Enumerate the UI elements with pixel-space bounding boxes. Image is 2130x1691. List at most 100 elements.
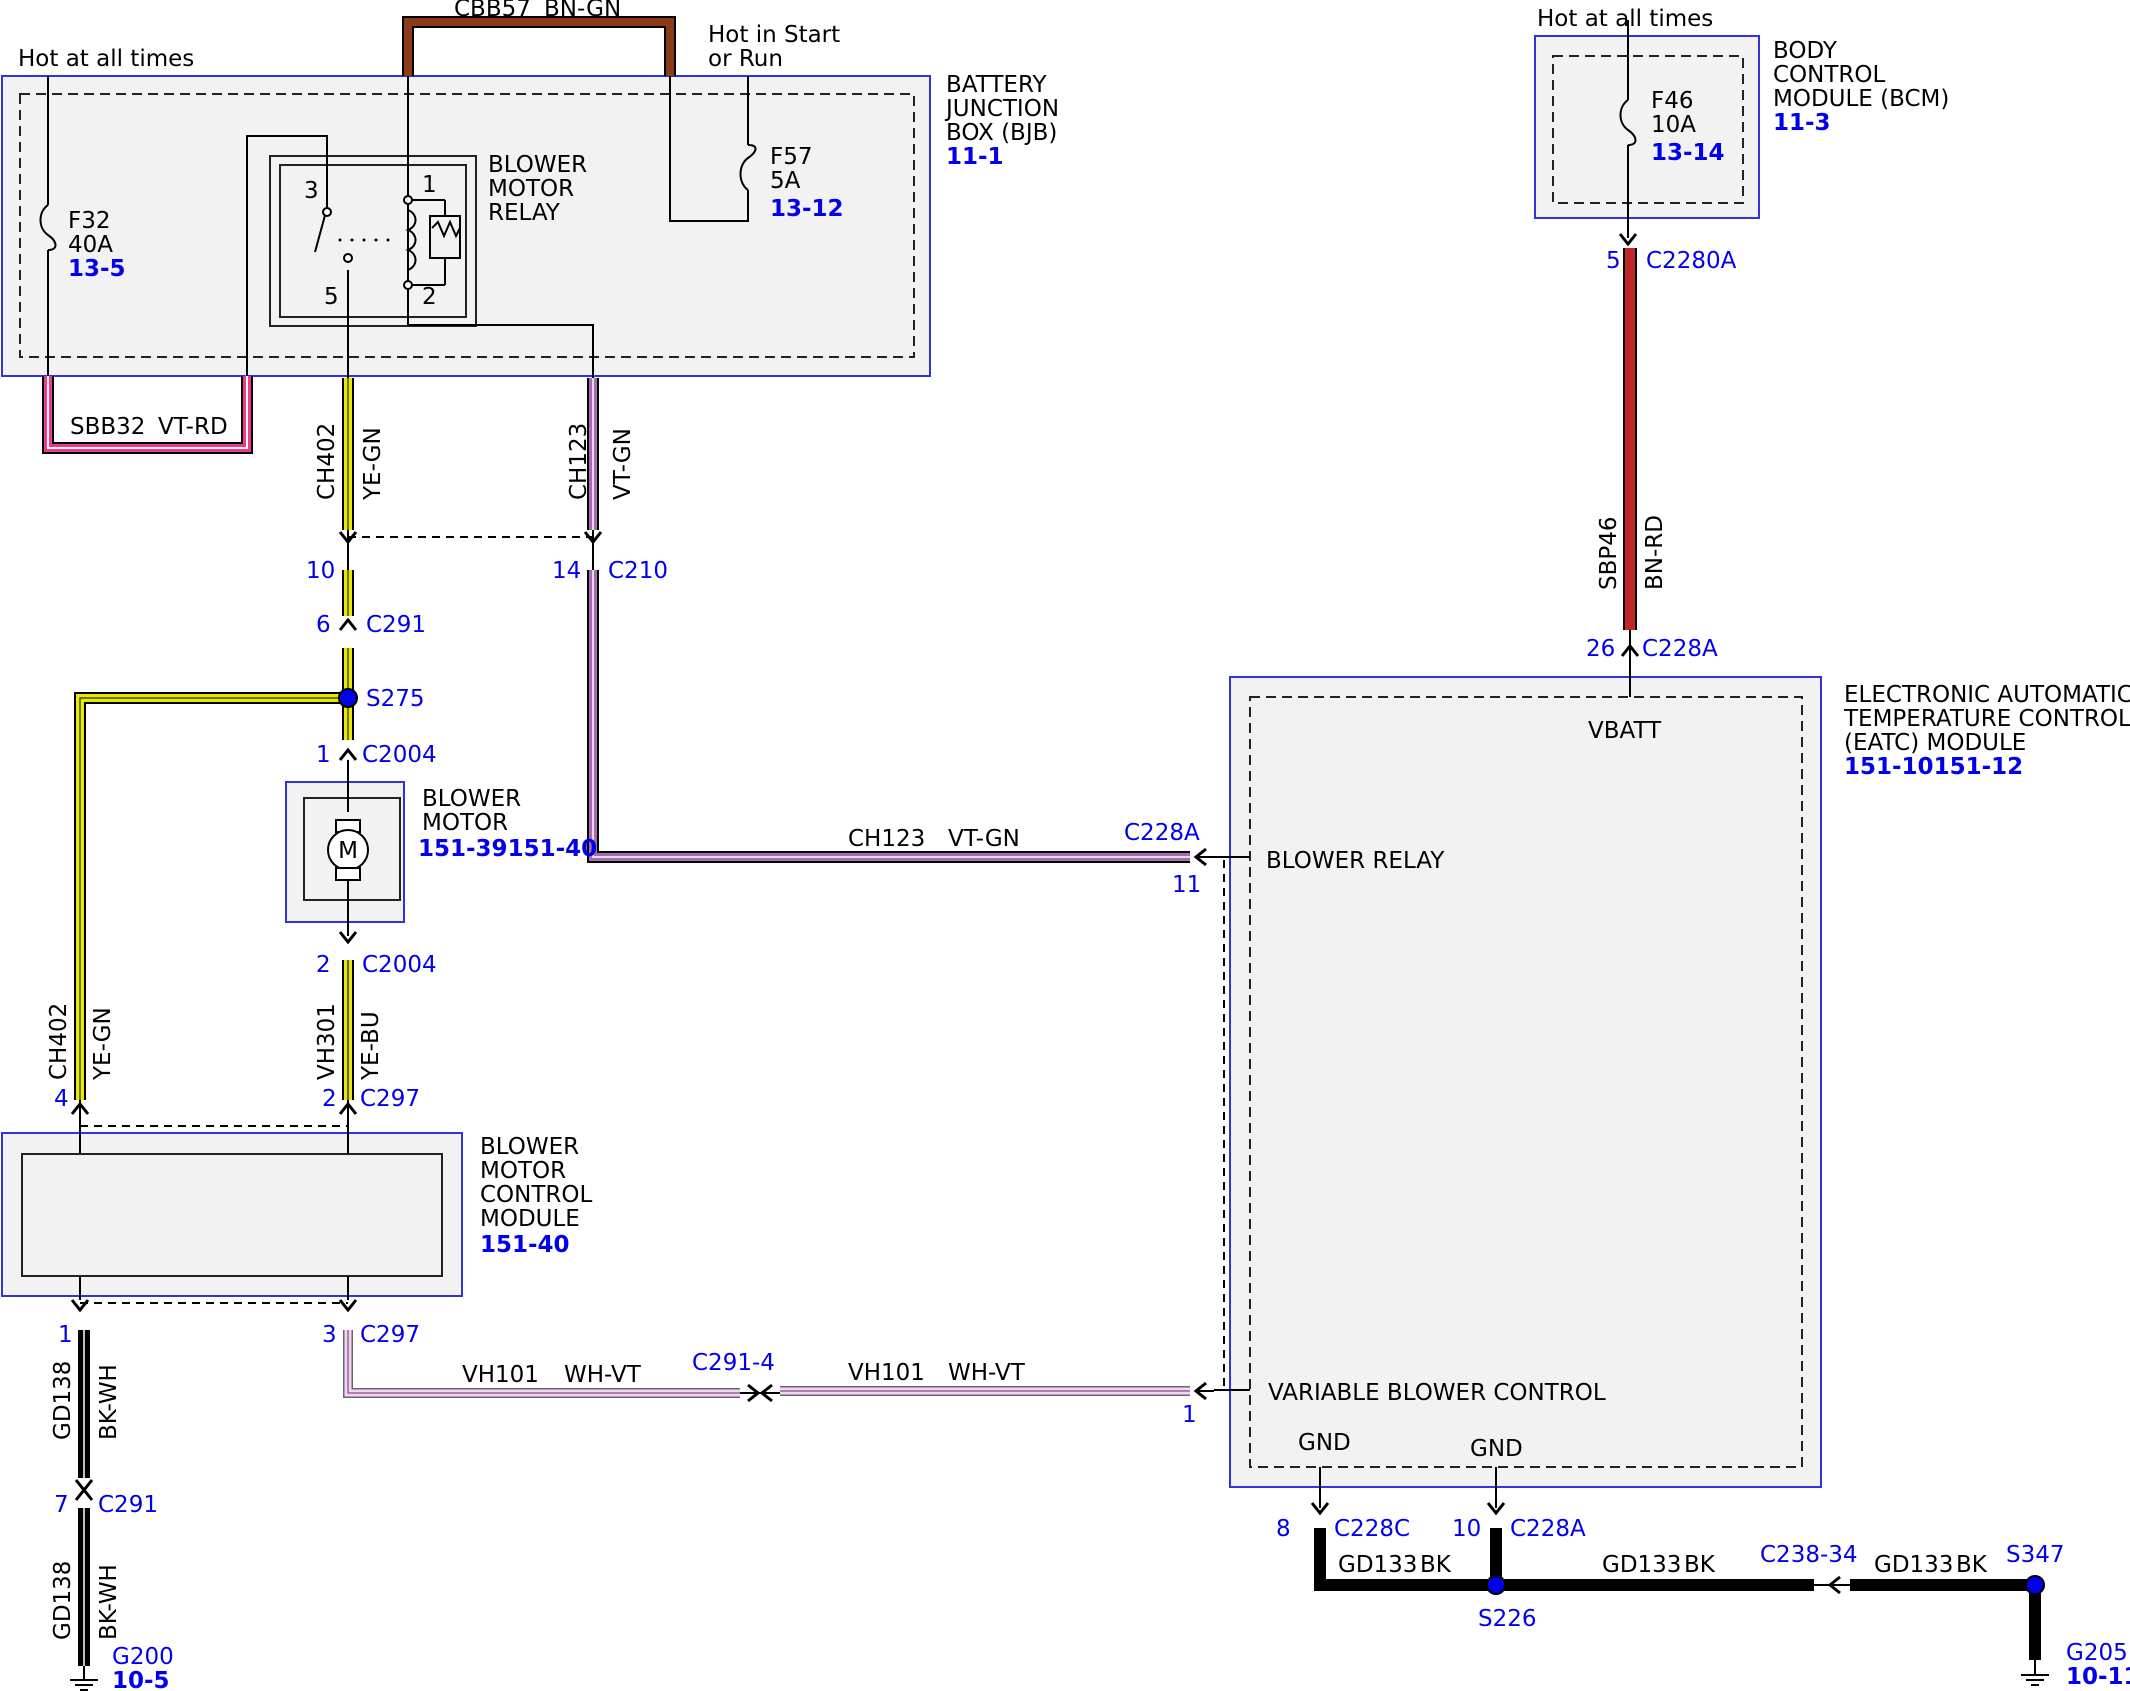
eatc-gnd-2: GND: [1470, 1436, 1523, 1462]
bjb-ref: 11-1: [946, 144, 1004, 170]
f32-ref: 13-5: [68, 256, 126, 282]
c2280a-pin: 5: [1606, 248, 1621, 274]
eatc-module: [1229, 676, 1822, 1488]
c228a-pin26: 26: [1586, 636, 1615, 662]
c2004-pin1: 1: [316, 742, 331, 768]
gd138-color-a: BK-WH: [96, 1364, 122, 1440]
c228c-name: C228C: [1334, 1516, 1410, 1542]
bcm-name-3: MODULE (BCM): [1773, 86, 1949, 112]
ch123-circuit-b: CH123: [848, 826, 925, 852]
bcm-name-1: BODY: [1773, 38, 1838, 64]
relay-pin-1: 1: [422, 172, 437, 198]
c228a-pin11: 11: [1172, 872, 1201, 898]
c297-pin3: 3: [322, 1322, 337, 1348]
c228a-pin1: 1: [1182, 1402, 1197, 1428]
f46-ref: 13-14: [1651, 140, 1725, 166]
g200-name: G200: [112, 1644, 174, 1670]
c291-name-b: C291: [98, 1492, 158, 1518]
relay-contacts: [322, 195, 413, 290]
c291-name-a: C291: [366, 612, 426, 638]
relay-pin-3: 3: [304, 178, 319, 204]
sbp46-circuit: SBP46: [1596, 516, 1622, 590]
s275-label: S275: [366, 686, 425, 712]
bcm-ref: 11-3: [1773, 110, 1831, 136]
connector-dashes: [80, 536, 1225, 1392]
blower-motor-ref: 151-39151-40: [418, 836, 597, 862]
c291-pin6: 6: [316, 612, 331, 638]
relay-name-1: BLOWER: [488, 152, 587, 178]
gd138-circuit-a: GD138: [50, 1361, 76, 1440]
blower-motor-control-module: [1, 1132, 463, 1297]
ch123-color-a: VT-GN: [610, 428, 636, 500]
c228a-name-a: C228A: [1642, 636, 1718, 662]
c228a-name-c: C228A: [1510, 1516, 1586, 1542]
f32-name: F32: [68, 208, 111, 234]
gd133-color-c: BK: [1956, 1552, 1988, 1578]
eatc-variable-blower: VARIABLE BLOWER CONTROL: [1268, 1380, 1606, 1406]
splice-s275: [338, 688, 358, 708]
relay-name-3: RELAY: [488, 200, 561, 226]
gd133-circuit-c: GD133: [1874, 1552, 1953, 1578]
ch402-color-b: YE-GN: [90, 1007, 116, 1081]
eatc-name-3: (EATC) MODULE: [1844, 730, 2026, 756]
ch123-color-b: VT-GN: [948, 826, 1020, 852]
eatc-ref: 151-10151-12: [1844, 754, 2023, 780]
eatc-blower-relay: BLOWER RELAY: [1266, 848, 1445, 874]
wire-vh101: [343, 1330, 1190, 1398]
f46-rating: 10A: [1651, 112, 1696, 138]
c297-pin4: 4: [54, 1086, 69, 1112]
f57-name: F57: [770, 144, 813, 170]
c228a-pin10: 10: [1452, 1516, 1481, 1542]
bmcm-name-4: MODULE: [480, 1206, 580, 1232]
motor-m-label: M: [338, 838, 358, 864]
vh101-circuit-a: VH101: [462, 1362, 539, 1388]
blower-motor-relay: [269, 155, 477, 327]
c238-34-label: C238-34: [1760, 1542, 1858, 1568]
sbp46-color: BN-RD: [1642, 515, 1668, 590]
splice-s226: [1486, 1575, 1506, 1595]
s226-label: S226: [1478, 1606, 1537, 1632]
blower-motor-name-2: MOTOR: [422, 810, 508, 836]
c2004-name-a: C2004: [362, 742, 437, 768]
f32-rating: 40A: [68, 232, 113, 258]
wire-ch123: [587, 378, 1190, 863]
c2004-pin2: 2: [316, 952, 331, 978]
eatc-vbatt: VBATT: [1588, 718, 1662, 744]
g200-ref: 10-5: [112, 1668, 170, 1691]
c210-name: C210: [608, 558, 668, 584]
g205-ref: 10-11: [2066, 1664, 2130, 1690]
hot-start-2: or Run: [708, 46, 783, 72]
wire-cbb57: [402, 16, 676, 76]
wire-ch402: [74, 378, 354, 1100]
ch402-circuit-b: CH402: [46, 1003, 72, 1080]
relay-pin-5: 5: [324, 284, 339, 310]
bcm-name-2: CONTROL: [1773, 62, 1886, 88]
f57-rating: 5A: [770, 168, 801, 194]
f46-name: F46: [1651, 88, 1694, 114]
sbb32-circuit: SBB32: [70, 414, 145, 440]
hot-start-1: Hot in Start: [708, 22, 840, 48]
c228a-name-b: C228A: [1124, 820, 1200, 846]
motor-symbol: M: [327, 819, 369, 881]
bjb-name-3: BOX (BJB): [946, 120, 1057, 146]
gd133-color-b: BK: [1684, 1552, 1716, 1578]
blower-motor-box: [285, 781, 405, 923]
c297-name-b: C297: [360, 1322, 420, 1348]
c297-name-a: C297: [360, 1086, 420, 1112]
ch402-color-a: YE-GN: [360, 427, 386, 501]
splice-s347: [2025, 1575, 2045, 1595]
bjb-name-1: BATTERY: [946, 72, 1047, 98]
bmcm-name-1: BLOWER: [480, 1134, 579, 1160]
bjb-hot-label: Hot at all times: [18, 46, 194, 72]
blower-motor-name-1: BLOWER: [422, 786, 521, 812]
c297-pin2: 2: [322, 1086, 337, 1112]
eatc-gnd-1: GND: [1298, 1430, 1351, 1456]
connector-arrow-shafts: [79, 530, 1850, 1586]
cbb57-circuit: CBB57: [454, 0, 531, 22]
vh101-circuit-b: VH101: [848, 1360, 925, 1386]
eatc-name-1: ELECTRONIC AUTOMATIC: [1844, 682, 2130, 708]
c210-pin14: 14: [552, 558, 581, 584]
body-control-module: [1534, 35, 1760, 219]
gd138-color-b: BK-WH: [96, 1564, 122, 1640]
splices: [338, 688, 2045, 1595]
